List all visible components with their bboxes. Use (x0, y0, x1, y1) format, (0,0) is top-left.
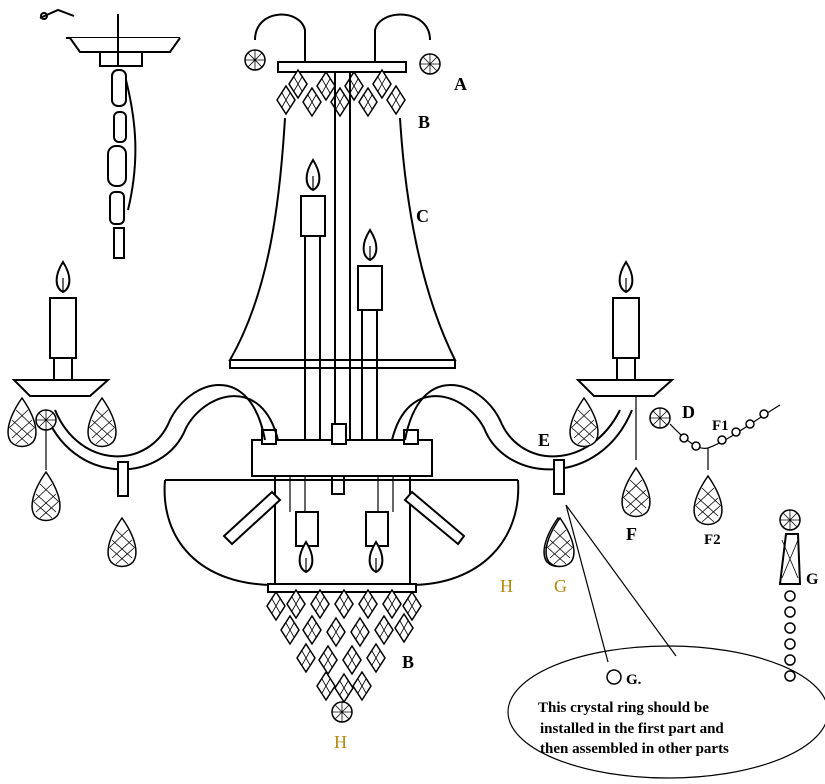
top-crystal-row (276, 69, 406, 117)
bottom-crystal-cluster (266, 589, 422, 723)
right-candle-cup (543, 261, 675, 568)
callout-bubble (507, 645, 825, 779)
label-f1: F1 (712, 418, 729, 434)
ring-g-drop (545, 517, 575, 568)
callout-pointer (565, 504, 677, 663)
label-g-side: G (806, 571, 819, 588)
right-arm (391, 384, 633, 495)
label-b-top: B (418, 112, 430, 132)
left-candle-cup (7, 261, 137, 568)
central-candles (300, 159, 383, 440)
crystal-strand (669, 404, 781, 526)
label-d: D (682, 402, 695, 422)
note-line-2: installed in the first part and (540, 721, 724, 737)
left-arm (43, 384, 279, 497)
label-b-bottom: B (402, 652, 414, 672)
note-heading: G. (626, 672, 642, 688)
label-c: C (416, 206, 429, 226)
side-g-strand (778, 509, 802, 682)
hanging-chain (107, 69, 137, 259)
label-e: E (538, 430, 550, 450)
note-line-3: then assembled in other parts (540, 741, 729, 757)
lower-bowl (163, 475, 520, 593)
label-f2: F2 (704, 532, 721, 548)
label-h-bottom: H (334, 732, 347, 752)
label-g-arm: G (554, 576, 567, 596)
label-f: F (626, 524, 637, 544)
top-frame (244, 13, 441, 117)
central-hub (251, 423, 433, 495)
label-h-right: H (500, 576, 513, 596)
note-line-1: This crystal ring should be (538, 700, 709, 716)
lampshade (228, 72, 457, 440)
label-a: A (454, 74, 467, 94)
ceiling-canopy (39, 8, 181, 67)
